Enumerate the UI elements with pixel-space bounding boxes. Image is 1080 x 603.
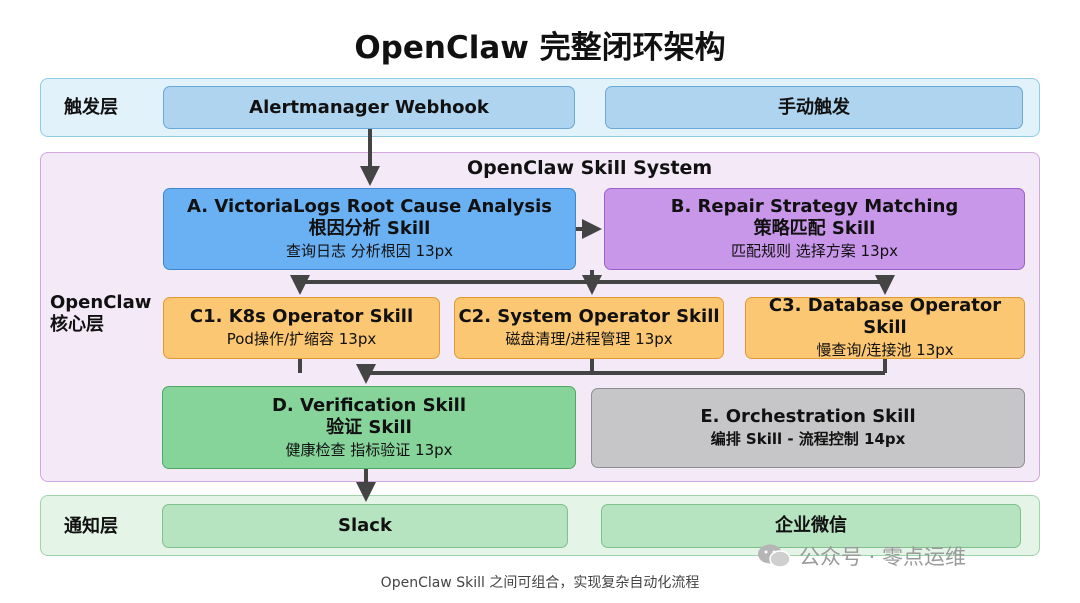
watermark-text: 公众号 · 零点运维: [799, 545, 967, 569]
wechat-icon: [757, 543, 791, 569]
alertmanager-webhook-box: Alertmanager Webhook: [163, 86, 575, 129]
alertmanager-webhook-label: Alertmanager Webhook: [249, 96, 489, 118]
skill-a-desc: 查询日志 分析根因 13px: [285, 242, 454, 260]
trigger-layer-label: 触发层: [64, 97, 118, 118]
skill-a-subtitle: 根因分析 Skill: [308, 218, 431, 239]
skill-c1-title: C1. K8s Operator Skill: [189, 306, 414, 327]
core-layer-label: OpenClaw 核心层: [50, 292, 151, 336]
skill-c3-desc: 慢查询/连接池 13px: [816, 341, 954, 359]
skill-d-desc: 健康检查 指标验证 13px: [285, 440, 453, 459]
skill-c3-box: C3. Database Operator Skill 慢查询/连接池 13px: [745, 295, 1025, 359]
skill-e-desc: 编排 Skill - 流程控制 14px: [710, 430, 906, 448]
skill-d-subtitle: 验证 Skill: [326, 416, 412, 438]
skill-e-title: E. Orchestration Skill: [700, 406, 916, 427]
skill-c3-title: C3. Database Operator Skill: [768, 295, 1002, 338]
notify-layer-label: 通知层: [64, 516, 118, 537]
core-layer-label-line1: OpenClaw: [50, 292, 152, 313]
page-title: OpenClaw 完整闭环架构: [354, 30, 726, 66]
manual-trigger-label: 手动触发: [778, 96, 850, 118]
skill-system-header: OpenClaw Skill System: [467, 157, 713, 179]
skill-c2-box: C2. System Operator Skill 磁盘清理/进程管理 13px: [454, 297, 724, 359]
skill-b-box: B. Repair Strategy Matching 策略匹配 Skill 匹…: [604, 188, 1025, 270]
skill-b-desc: 匹配规则 选择方案 13px: [730, 242, 899, 260]
skill-c1-box: C1. K8s Operator Skill Pod操作/扩缩容 13px: [163, 297, 440, 359]
skill-c1-desc: Pod操作/扩缩容 13px: [226, 330, 377, 348]
slack-label: Slack: [338, 515, 392, 536]
skill-a-box: A. VictoriaLogs Root Cause Analysis 根因分析…: [163, 188, 576, 270]
wecom-box: 企业微信: [601, 504, 1021, 548]
skill-d-box: D. Verification Skill 验证 Skill 健康检查 指标验证…: [162, 386, 576, 469]
slack-box: Slack: [162, 504, 568, 548]
skill-e-box: E. Orchestration Skill 编排 Skill - 流程控制 1…: [591, 388, 1025, 468]
skill-c2-desc: 磁盘清理/进程管理 13px: [505, 330, 673, 348]
skill-b-title: B. Repair Strategy Matching: [670, 196, 959, 217]
manual-trigger-box: 手动触发: [605, 86, 1023, 129]
skill-d-title: D. Verification Skill: [271, 394, 467, 416]
skill-c2-title: C2. System Operator Skill: [458, 306, 720, 327]
skill-b-subtitle: 策略匹配 Skill: [753, 218, 876, 239]
core-layer-label-line2: 核心层: [50, 314, 104, 335]
wecom-label: 企业微信: [775, 515, 847, 536]
watermark: 公众号 · 零点运维: [757, 541, 1057, 571]
footer-caption: OpenClaw Skill 之间可组合，实现复杂自动化流程: [380, 575, 700, 591]
skill-a-title: A. VictoriaLogs Root Cause Analysis: [187, 196, 552, 217]
